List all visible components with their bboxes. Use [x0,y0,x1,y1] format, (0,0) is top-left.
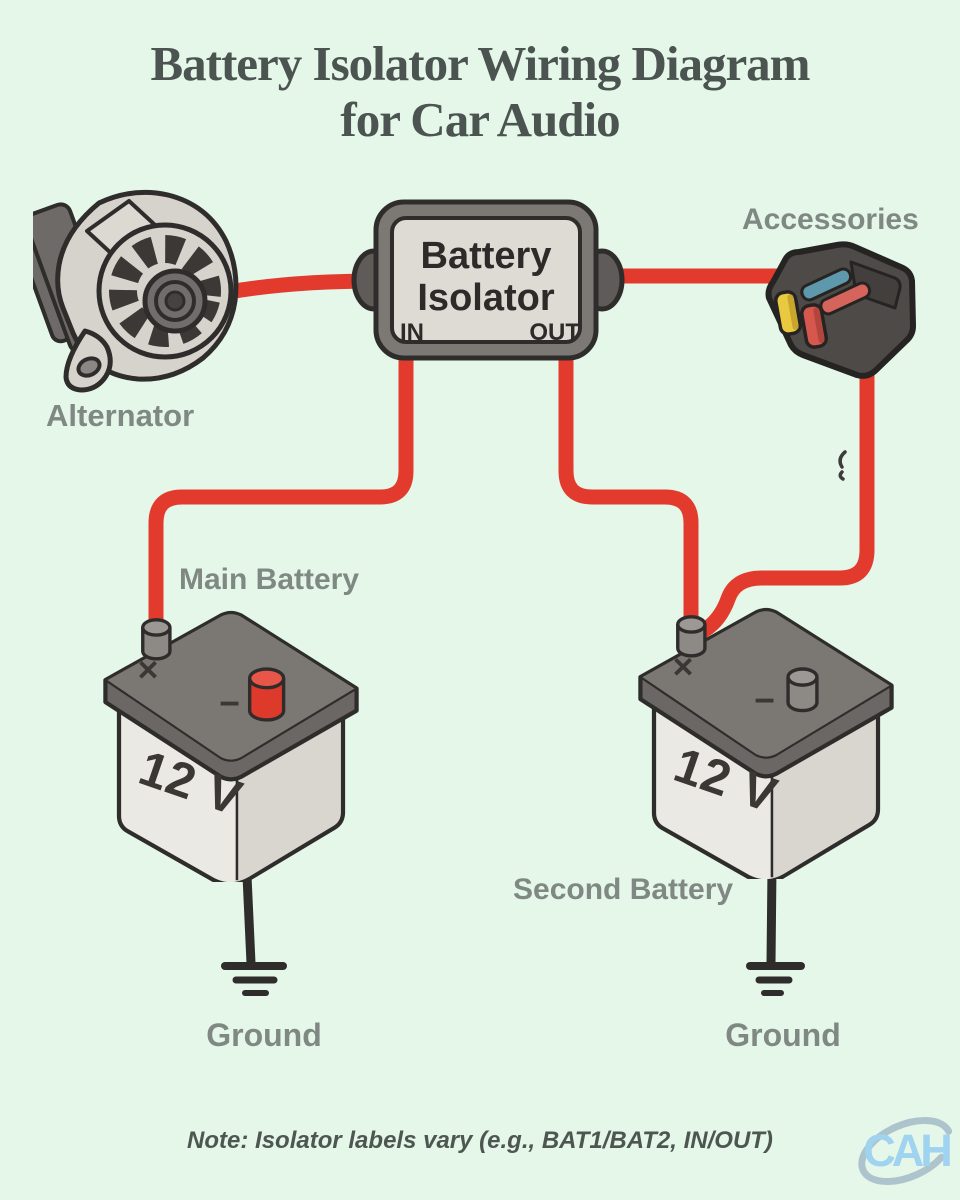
fuse-red [800,303,828,349]
isolator-title-line2: Isolator [417,277,554,319]
ground-symbol-left [221,962,287,996]
page-title-line1: Battery Isolator Wiring Diagram [150,36,810,91]
accessories-label: Accessories [742,203,919,236]
isolator-out-label: OUT [529,319,580,346]
isolator-illustration: Battery Isolator IN OUT [351,199,625,361]
wire-isolator-out-to-second-battery [558,340,699,638]
ground-symbol-right [746,962,805,996]
ground-right-label: Ground [725,1017,841,1053]
battery-body-shaded-face [237,710,341,882]
battery-positive-post [141,618,172,661]
accessories-illustration [765,241,916,379]
battery-positive-mark: × [138,650,159,690]
wire-isolator-in-to-main-battery [148,340,414,640]
ground-wire-right [766,863,777,968]
alternator-pulley [142,268,208,334]
ground-wire-left [242,871,256,968]
alternator-lug-hole [76,356,102,378]
isolator-panel [390,216,582,344]
footnote: Note: Isolator labels vary (e.g., BAT1/B… [187,1127,773,1154]
wire-accessories-to-second-battery [695,358,875,639]
stray-mark [838,450,847,481]
battery-positive-mark: × [673,647,694,687]
battery-positive-post [676,615,707,658]
alternator-illustration [33,189,239,393]
main-battery-illustration: × − 12 V [103,610,359,882]
battery-negative-mark: − [754,681,775,721]
isolator-in-label: IN [400,319,424,346]
main-battery-label: Main Battery [179,563,360,596]
fuse-yellow [774,290,802,336]
fuse-slot-blue [800,267,853,302]
alternator-label: Alternator [46,398,195,433]
isolator-title-line1: Battery [421,235,552,277]
logo-swirl-icon [858,1117,954,1185]
logo-text: CAH [863,1125,950,1176]
second-battery-label: Second Battery [513,873,734,906]
second-battery-illustration: × − 12 V [638,607,894,879]
battery-body-shaded-face [772,707,876,879]
page-title: Battery Isolator Wiring Diagram for Car … [0,36,960,148]
brand-logo: CAH [858,1117,954,1185]
page-title-line2: for Car Audio [340,92,620,147]
battery-negative-post [786,667,819,713]
ground-left-label: Ground [206,1017,322,1053]
battery-red-cap-post [247,667,286,722]
battery-negative-mark: − [219,684,240,724]
